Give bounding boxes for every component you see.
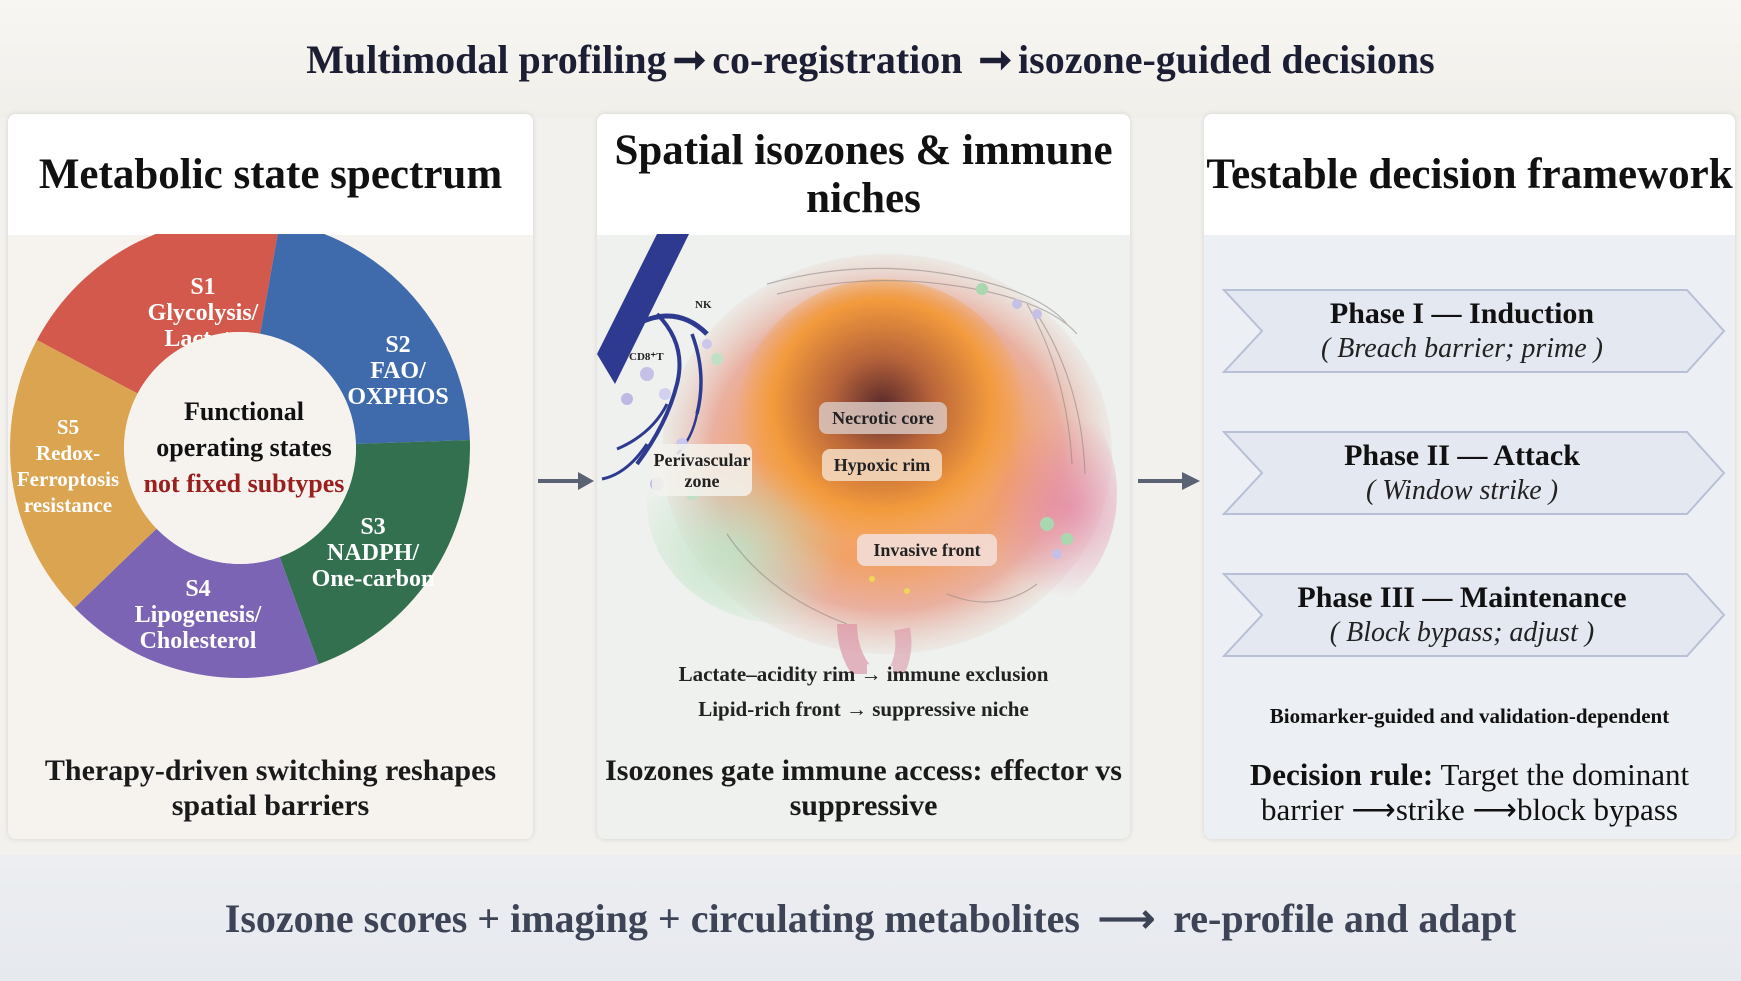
decision-rule: Decision rule: Target the dominant barri… [1204, 757, 1735, 827]
rule-step-2: strike [1395, 791, 1465, 827]
panel-footer: Therapy-driven switching reshapes spatia… [44, 754, 497, 822]
monitoring-action: re-profile and adapt [1173, 895, 1517, 941]
donut-segment-s1 [36, 234, 278, 394]
panel-title: Spatial isozones & immune niches [597, 114, 1130, 235]
donut-center [124, 332, 356, 564]
invasive-label: Invasive front [873, 540, 980, 560]
phase-subtitle: ( Block bypass; adjust ) [1329, 617, 1595, 648]
monitoring-loop: Isozone scores + imaging + circulating m… [225, 895, 1516, 942]
stroma-fibers [726, 267, 1086, 625]
donut-center-text-3: not fixed subtypes [144, 469, 345, 498]
arrow-icon: ⟶ [1087, 895, 1166, 941]
donut-center-text-1: Functional [184, 397, 304, 426]
hypoxic-label: Hypoxic rim [834, 455, 931, 475]
panel-title: Testable decision framework [1204, 114, 1735, 235]
metabolic-spectrum-panel: Metabolic state spectrum S1Glycolysis/La… [8, 114, 533, 839]
workflow-step-3: isozone-guided decisions [1018, 36, 1435, 82]
rule-step-1: barrier [1261, 791, 1344, 827]
isozone-labels: NK CD8⁺T Perivascular zone Necrotic core… [629, 299, 997, 566]
flow-arrow-icon [1138, 472, 1200, 490]
donut-segment-s4 [74, 528, 319, 678]
workflow-step-2: co-registration [712, 36, 963, 82]
decision-rule-label: Decision rule: [1249, 757, 1434, 792]
perivascular-label-line2: zone [685, 471, 720, 491]
legend-lipid: Lipid-rich front → suppressive niche [698, 697, 1029, 721]
donut-center-text-2: operating states [156, 433, 331, 462]
invasive-tendril [837, 623, 872, 674]
phase-maintenance: Phase III — Maintenance ( Block bypass; … [1222, 572, 1727, 658]
donut-segment-s5 [9, 340, 157, 608]
phase-chevron [1222, 573, 1726, 657]
donut-segment-s3 [279, 439, 470, 665]
phase-title: Phase III — Maintenance [1297, 581, 1627, 614]
nk-label: NK [695, 299, 712, 311]
phase-induction: Phase I — Induction ( Breach barrier; pr… [1222, 288, 1727, 374]
panel-footer: Isozones gate immune access: effector vs… [605, 754, 1122, 822]
cd8-label: CD8⁺T [629, 351, 664, 363]
legend-lactate: Lactate–acidity rim → immune exclusion [678, 662, 1049, 686]
panel-title: Metabolic state spectrum [8, 114, 533, 235]
decision-rule-text: Target the dominant [1440, 757, 1690, 792]
monitoring-inputs: Isozone scores + imaging + circulating m… [224, 895, 1080, 941]
bottom-banner: Isozone scores + imaging + circulating m… [0, 855, 1741, 981]
top-banner: Multimodal profiling ➞ co-registration ➞… [0, 0, 1741, 118]
necrotic-label: Necrotic core [832, 408, 934, 428]
phase-title: Phase II — Attack [1344, 439, 1580, 472]
perivascular-pill [652, 444, 752, 496]
workflow-title: Multimodal profiling ➞ co-registration ➞… [306, 36, 1434, 83]
necrotic-pill [819, 402, 947, 434]
arrow-icon: ⟶ [1472, 791, 1517, 827]
phase-title: Phase I — Induction [1329, 297, 1595, 330]
flow-arrow-icon [538, 472, 594, 490]
blood-vessel [597, 234, 709, 481]
phase-chevron [1222, 289, 1726, 373]
donut-segment-s2 [260, 234, 470, 444]
metabolic-donut-chart: S1Glycolysis/LactateS2FAO/OXPHOSS3NADPH/… [9, 234, 470, 678]
rule-step-3: block bypass [1516, 791, 1678, 827]
arrow-icon: ⟶ [1351, 791, 1396, 827]
phase-chevron [1222, 431, 1726, 515]
workflow-step-1: Multimodal profiling [306, 36, 667, 82]
validation-note: Biomarker-guided and validation-dependen… [1269, 704, 1670, 728]
phase-subtitle: ( Window strike ) [1365, 475, 1559, 506]
perivascular-label-line1: Perivascular [654, 450, 751, 470]
phase-attack: Phase II — Attack ( Window strike ) [1222, 430, 1727, 516]
arrow-icon: ➞ [968, 36, 1013, 82]
phase-subtitle: ( Breach barrier; prime ) [1320, 333, 1603, 364]
invasive-tendril [888, 627, 912, 674]
arrow-icon: ➞ [672, 36, 707, 82]
spatial-isozones-panel: Spatial isozones & immune niches [597, 114, 1130, 839]
hypoxic-pill [822, 449, 942, 481]
tumor-isozone-illustration: NK CD8⁺T Perivascular zone Necrotic core… [597, 234, 1117, 674]
decision-framework-panel: Testable decision framework Phase I — In… [1204, 114, 1735, 839]
invasive-pill [857, 534, 997, 566]
